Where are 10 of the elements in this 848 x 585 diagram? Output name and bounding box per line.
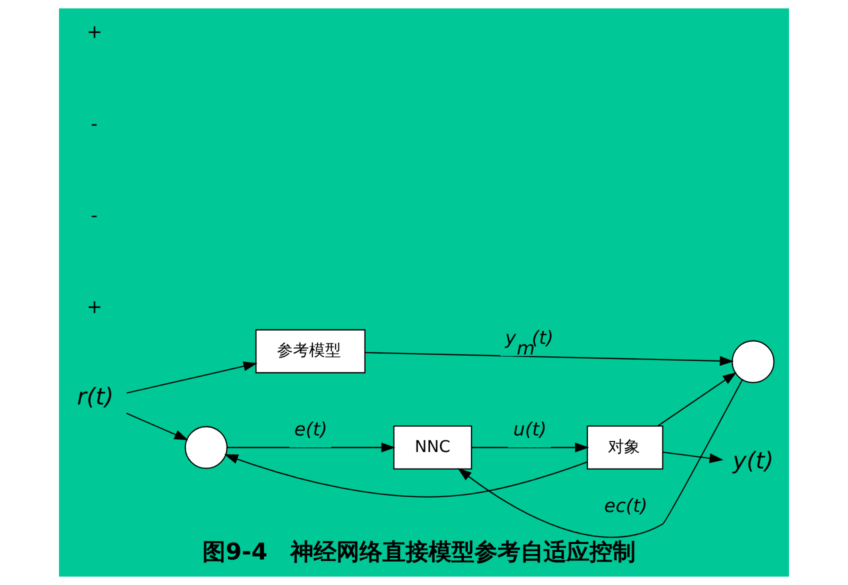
label: - — [90, 114, 98, 135]
edge-label: e(t) — [294, 420, 328, 441]
edge-label: ec(t) — [604, 496, 648, 518]
node-text: r(t) — [76, 384, 114, 411]
label: - — [90, 205, 98, 226]
edge-label: u(t) — [513, 420, 547, 441]
caption: 图9-4 神经网络直接模型参考自适应控制 — [202, 538, 636, 566]
label: + — [86, 296, 102, 318]
node-text: y(t) — [732, 447, 774, 474]
label: + — [86, 22, 102, 44]
